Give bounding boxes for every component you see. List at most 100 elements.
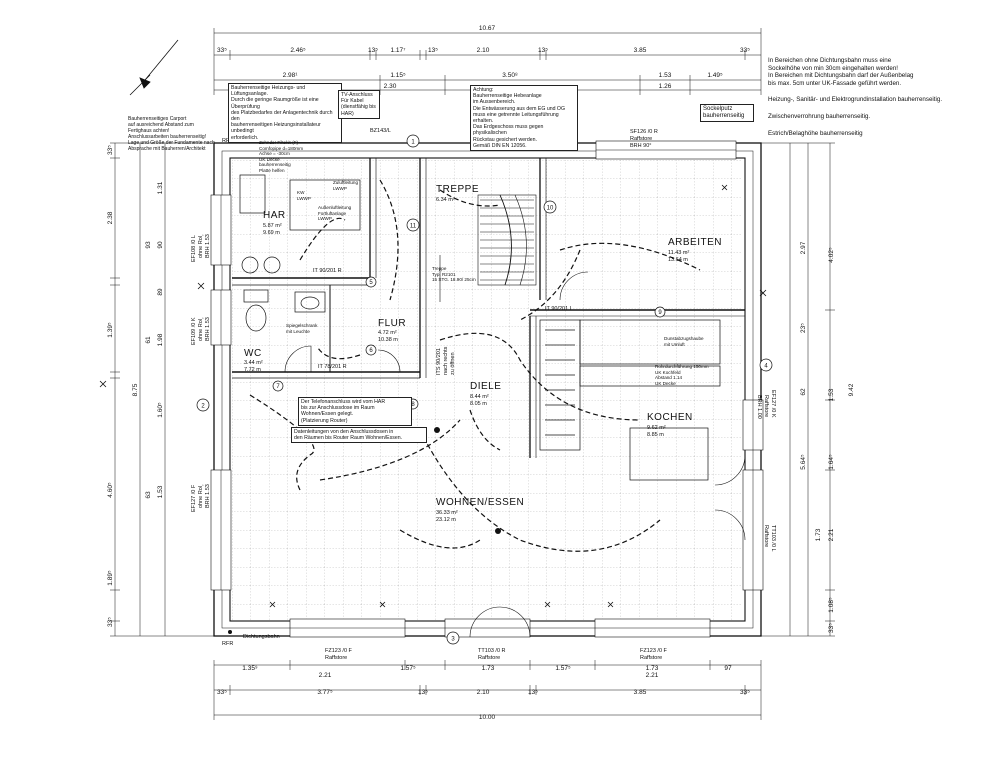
data-cable-note: Datenleitungen von den Anschlussdosen in… — [291, 427, 427, 444]
svg-text:9: 9 — [658, 310, 662, 316]
svg-text:3.77⁵: 3.77⁵ — [317, 689, 333, 696]
north-arrow — [129, 39, 179, 96]
svg-text:ohne Rol¸: ohne Rol¸ — [198, 484, 204, 508]
right-dimension-text: 4.02⁵ 1.53 1.64⁵ 2.21 1.08⁵ 33⁵ 9.42 2.9… — [800, 241, 855, 633]
bathroom-fixtures — [239, 174, 361, 332]
warning-note: Achtung: Bauherrenseitige Hebeanlage im … — [470, 85, 578, 152]
svg-text:13⁵: 13⁵ — [418, 689, 428, 696]
svg-text:1: 1 — [411, 140, 415, 146]
hood-note: Dunstabzugshaube mit Umluft — [664, 336, 704, 347]
svg-text:TT103 /0 L: TT103 /0 L — [770, 525, 776, 552]
svg-text:7: 7 — [276, 384, 280, 390]
svg-text:1.49⁵: 1.49⁵ — [707, 72, 723, 79]
svg-text:EF127 /0 F: EF127 /0 F — [191, 484, 197, 512]
svg-text:BRH 1.53: BRH 1.53 — [205, 484, 211, 508]
marker-numbers: 1 2 3 4 5 6 7 8 9 10 11 — [201, 140, 768, 643]
room-area-flur: 4.72 m² — [378, 330, 397, 336]
kw-note: KW LWWP — [297, 190, 311, 201]
x-markers — [99, 184, 767, 608]
window-labels: EF108 /0 L ohne Rol¸ BRH 1.53 EF109 /0 K… — [191, 128, 776, 661]
svg-text:2.21: 2.21 — [319, 672, 332, 679]
note-line — [768, 121, 993, 130]
svg-text:2.98¹: 2.98¹ — [283, 72, 299, 79]
left-dimension-text: 33⁵ 2.38 1.39⁵ 4.60⁵ 1.89⁵ 33⁵ 8.75 1.31… — [107, 145, 164, 627]
svg-text:9.42: 9.42 — [848, 383, 855, 396]
svg-text:1.53: 1.53 — [828, 388, 835, 401]
svg-text:62: 62 — [800, 388, 807, 396]
svg-text:FZ123 /0 F: FZ123 /0 F — [325, 648, 353, 654]
svg-text:61: 61 — [145, 336, 152, 344]
svg-text:1.26: 1.26 — [659, 83, 672, 90]
ventilation-note: Zehnder Filtekit·(F) Comfopipe d=180mm A… — [259, 140, 304, 173]
svg-text:ITS 90/201: ITS 90/201 — [436, 348, 442, 375]
svg-text:13⁵: 13⁵ — [528, 689, 538, 696]
note-line: In Bereichen ohne Dichtungsbahn muss ein… — [768, 57, 892, 64]
room-name-kochen: KOCHEN — [647, 412, 693, 423]
svg-text:1.17⁷: 1.17⁷ — [390, 47, 406, 54]
svg-text:BRH 1.00: BRH 1.00 — [756, 395, 762, 419]
svg-text:33⁵: 33⁵ — [107, 145, 114, 155]
svg-text:Raffstore: Raffstore — [630, 136, 652, 142]
kitchen-counters — [539, 319, 721, 481]
stair-type-note: Treppe Typ. R2101 15 STG. 18.90/ 25cm — [432, 266, 476, 283]
note-line: Estrich/Belaghöhe bauherrenseitig — [768, 129, 863, 137]
svg-text:33⁵: 33⁵ — [740, 689, 750, 696]
door-labels: IT 90/201 R IT 90/201 L IT 78/201 R RFR … — [222, 138, 573, 647]
note-line — [768, 104, 993, 113]
svg-text:2.38: 2.38 — [107, 211, 114, 224]
svg-text:2.21: 2.21 — [828, 528, 835, 541]
svg-text:2.46⁵: 2.46⁵ — [290, 47, 306, 54]
svg-text:5: 5 — [369, 280, 373, 286]
svg-text:11: 11 — [410, 224, 417, 230]
top-dimension-text: 10.67 33⁵ 2.46⁵ 13⁵ 1.17⁷ 13⁵ 2.10 13⁵ 3… — [217, 25, 750, 90]
room-perim-har: 9.69 m — [263, 230, 280, 236]
svg-text:33⁵: 33⁵ — [217, 47, 227, 54]
room-area-har: 5.87 m² — [263, 223, 282, 229]
svg-text:EF108 /0 L: EF108 /0 L — [191, 235, 197, 262]
note-line — [768, 87, 993, 96]
svg-text:IT 90/201 R: IT 90/201 R — [313, 268, 342, 274]
interior-walls — [232, 158, 745, 458]
svg-text:33⁵: 33⁵ — [740, 47, 750, 54]
room-area-wc: 3.44 m² — [244, 360, 263, 366]
svg-text:RFR: RFR — [222, 641, 233, 647]
room-name-wohnen: WOHNEN/ESSEN — [436, 497, 524, 508]
electrical-wiring — [249, 179, 701, 552]
svg-text:4.60⁵: 4.60⁵ — [107, 482, 114, 498]
svg-text:Raffstore: Raffstore — [478, 655, 500, 661]
svg-text:2: 2 — [201, 404, 205, 410]
svg-text:13⁵: 13⁵ — [368, 47, 378, 54]
svg-text:Raffstore: Raffstore — [325, 655, 347, 661]
window-glass-lines — [220, 149, 754, 629]
note-line: Zwischenverrohrung bauherrenseitig. — [768, 112, 871, 120]
note-line: In Bereichen mit Dichtungsbahn darf der … — [768, 72, 914, 80]
svg-text:3.85: 3.85 — [634, 47, 647, 54]
svg-text:SF126 /0 R: SF126 /0 R — [630, 129, 658, 135]
room-name-wc: WC — [244, 348, 262, 359]
dimension-lines — [110, 28, 835, 720]
svg-text:1.73: 1.73 — [646, 665, 659, 672]
outside-air-note: Außenluftleitung Fortluftanlage LWWP — [318, 205, 352, 222]
svg-text:33⁵: 33⁵ — [828, 623, 835, 633]
room-name-arbeiten: ARBEITEN — [668, 237, 722, 248]
svg-text:RFR: RFR — [222, 138, 233, 144]
svg-text:3.85: 3.85 — [634, 689, 647, 696]
svg-text:97: 97 — [724, 665, 732, 672]
svg-text:IT 90/201 L: IT 90/201 L — [545, 306, 573, 312]
svg-text:1.98: 1.98 — [157, 333, 164, 346]
svg-text:1.57⁵: 1.57⁵ — [555, 665, 571, 672]
svg-text:4.02⁵: 4.02⁵ — [828, 247, 835, 263]
svg-text:10: 10 — [547, 206, 554, 212]
svg-text:93: 93 — [145, 241, 152, 249]
svg-text:6: 6 — [369, 348, 373, 354]
staircase — [477, 194, 537, 286]
room-area-kochen: 9.62 m² — [647, 425, 666, 431]
svg-text:BRH 1.53: BRH 1.53 — [205, 317, 211, 341]
svg-text:EF109 /0 K: EF109 /0 K — [191, 317, 197, 345]
room-perim-wohnen: 23.12 m — [436, 517, 456, 523]
svg-text:2.30: 2.30 — [384, 83, 397, 90]
room-labels: HAR 5.87 m² 9.69 m WC 3.44 m² 7.72 m FLU… — [244, 184, 722, 523]
svg-text:zu öffnen: zu öffnen — [450, 352, 456, 375]
svg-text:1.64⁵: 1.64⁵ — [828, 454, 835, 470]
plinth-note: Sockelputz bauherrenseitig — [700, 104, 754, 122]
